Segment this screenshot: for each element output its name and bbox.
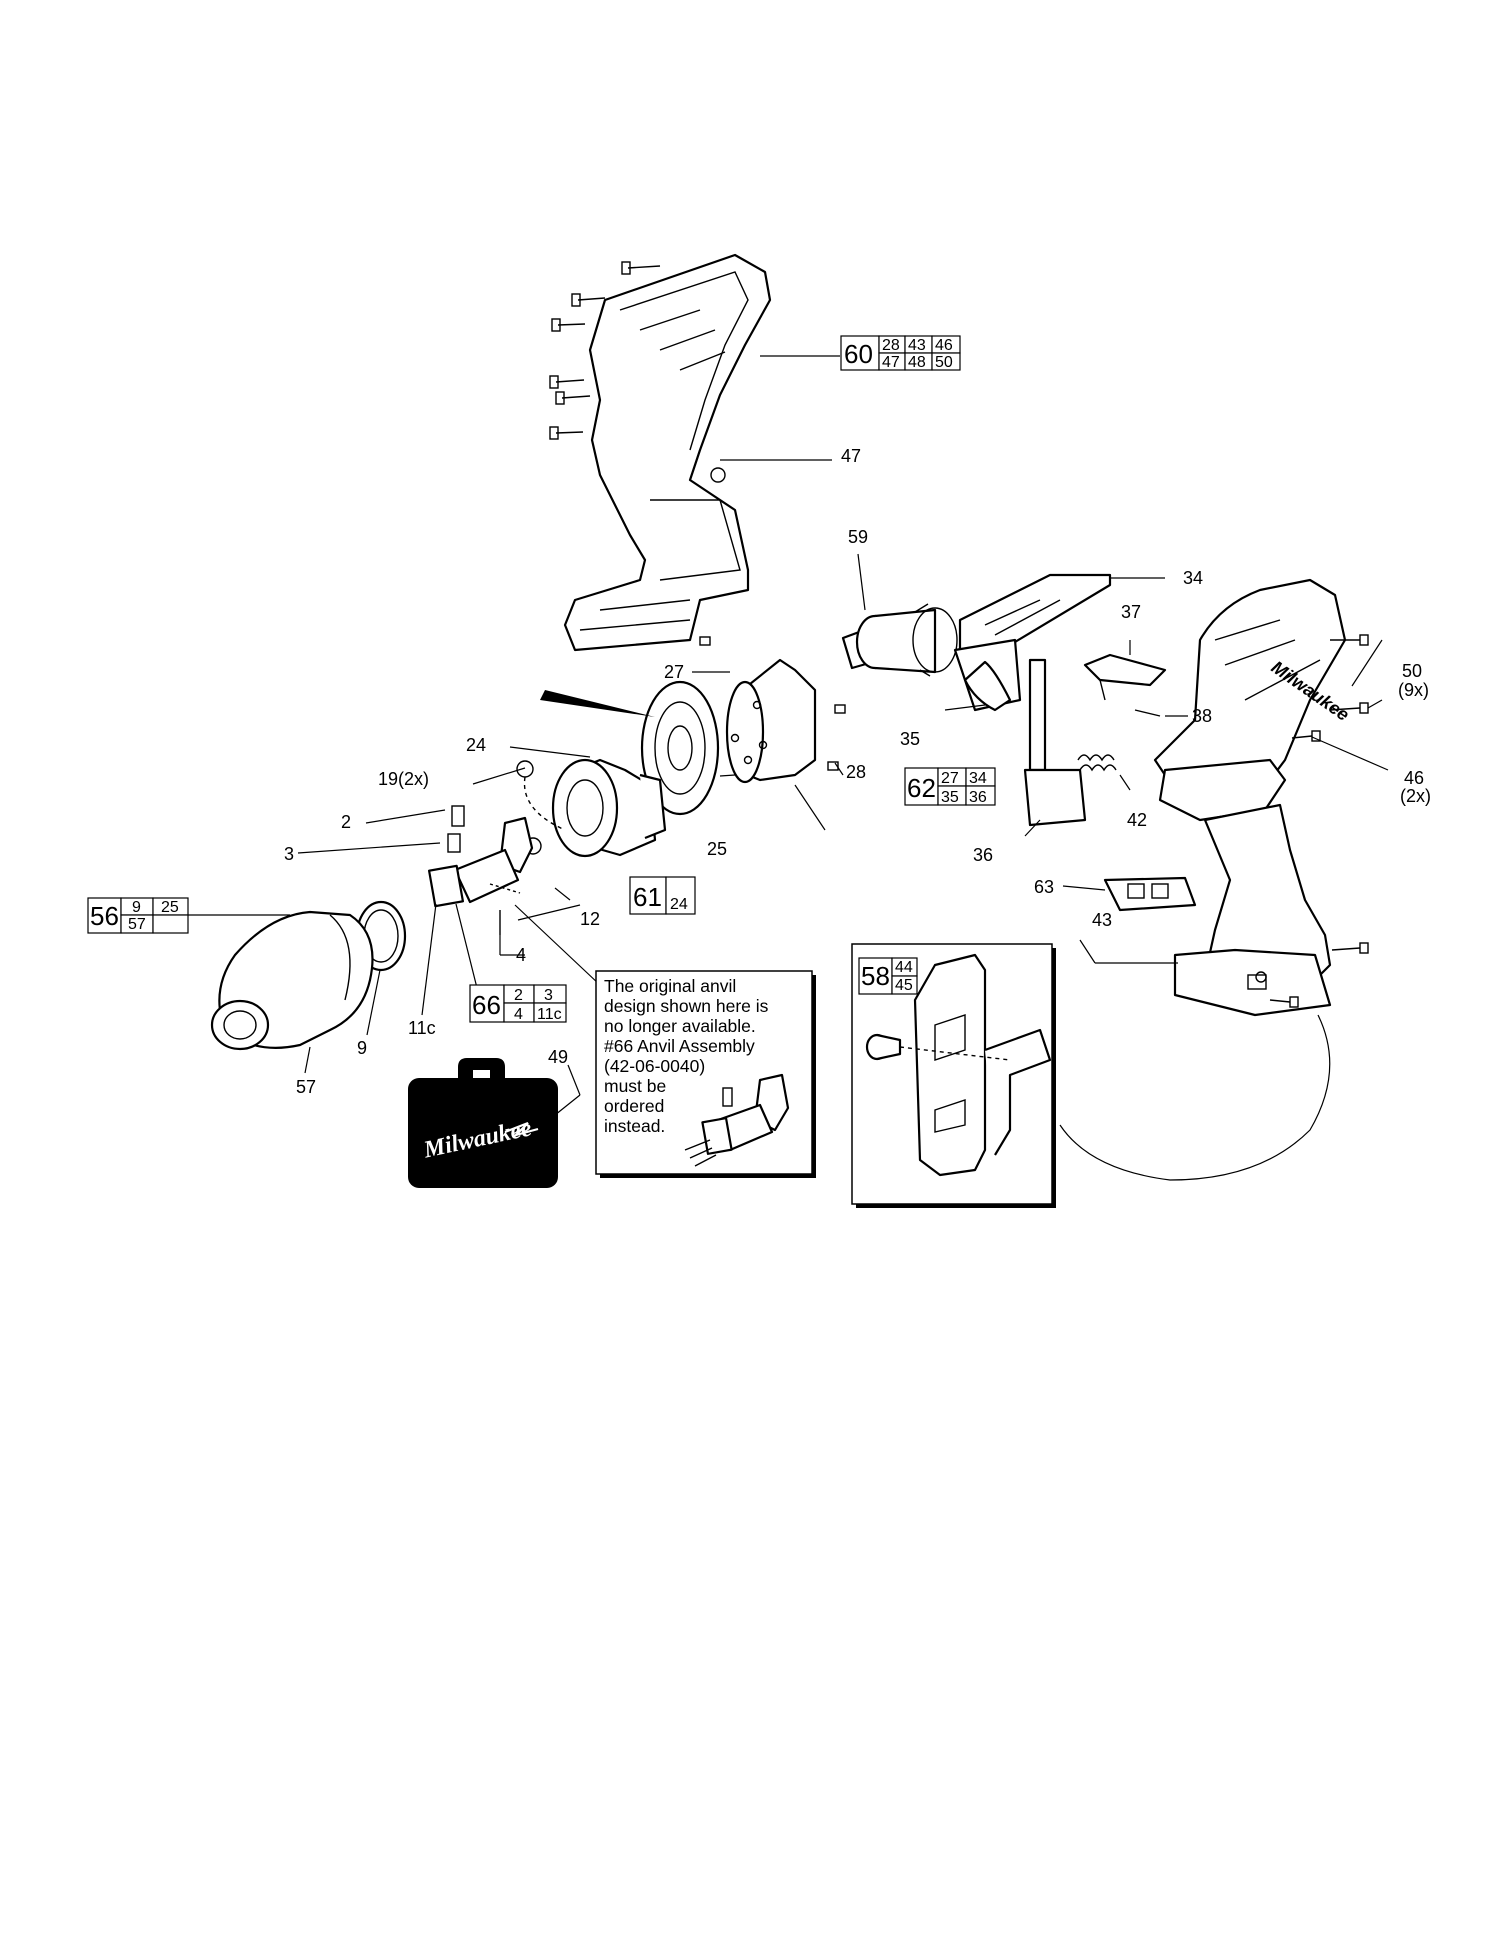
callout-43: 43	[1092, 910, 1112, 930]
svg-text:3: 3	[544, 987, 553, 1004]
svg-text:60: 60	[844, 339, 873, 369]
svg-text:27: 27	[941, 770, 959, 787]
callout-37: 37	[1121, 602, 1141, 622]
callout-34: 34	[1183, 568, 1203, 588]
gearbox-assembly	[516, 680, 826, 858]
callout-12: 12	[580, 909, 600, 929]
svg-text:56: 56	[90, 901, 119, 931]
belt-clip-lasso	[1059, 1014, 1331, 1181]
callout-47: 47	[841, 446, 861, 466]
nose-cap	[210, 910, 374, 1051]
callout-50: 50	[1402, 661, 1422, 681]
clip-screw	[865, 1033, 1011, 1061]
kit-box-61: 61 24	[629, 876, 696, 915]
callout-42: 42	[1127, 810, 1147, 830]
svg-text:61: 61	[633, 882, 662, 912]
svg-text:25: 25	[161, 899, 179, 916]
callout-27: 27	[664, 662, 684, 682]
belt-clip-inset: 58 44 45	[851, 943, 1056, 1208]
svg-text:36: 36	[969, 789, 987, 806]
motor-stator	[725, 658, 846, 784]
housing-screws	[1269, 634, 1369, 1008]
svg-text:28: 28	[882, 337, 900, 354]
callout-2: 2	[341, 812, 351, 832]
original-anvil-illustration	[684, 1073, 790, 1167]
svg-text:44: 44	[895, 959, 913, 976]
svg-text:2: 2	[514, 987, 523, 1004]
battery-latch	[1103, 876, 1197, 912]
control-board	[953, 573, 1112, 827]
kit-box-58: 58 44 45	[858, 957, 918, 995]
callout-49: 49	[548, 1047, 568, 1067]
switch-lever	[1083, 653, 1167, 717]
svg-text:57: 57	[128, 916, 146, 933]
callout-36: 36	[973, 845, 993, 865]
callout-19: 19(2x)	[378, 769, 429, 789]
kit-box-66: 66 2 3 4 11c	[469, 984, 567, 1023]
callout-3: 3	[284, 844, 294, 864]
callout-24: 24	[466, 735, 486, 755]
callout-4: 4	[516, 945, 526, 965]
carry-case: Milwaukee	[408, 1058, 558, 1188]
callout-28: 28	[846, 762, 866, 782]
kit-box-56: 56 9 25 57	[87, 897, 189, 934]
svg-text:62: 62	[907, 773, 936, 803]
spring	[1077, 754, 1117, 772]
svg-text:11c: 11c	[537, 1006, 562, 1023]
svg-text:58: 58	[861, 961, 890, 991]
svg-text:66: 66	[472, 990, 501, 1020]
callouts: 47 59 34 37 27 50 (9x) 38 35 24 28 46 (2…	[284, 446, 1431, 1115]
svg-text:47: 47	[882, 354, 900, 371]
callout-59: 59	[848, 527, 868, 547]
note-text: The original anvil design shown here is …	[604, 976, 773, 1136]
right-housing-half: Milwaukee	[1153, 578, 1353, 1017]
svg-text:43: 43	[908, 337, 926, 354]
direction-arrow	[540, 690, 655, 717]
callout-25: 25	[707, 839, 727, 859]
callout-11c: 11c	[408, 1018, 436, 1038]
callout-63: 63	[1034, 877, 1054, 897]
svg-text:46: 46	[935, 337, 953, 354]
svg-text:9: 9	[132, 899, 141, 916]
callout-50-qty: (9x)	[1398, 680, 1429, 700]
callout-9: 9	[357, 1038, 367, 1058]
anvil-assembly	[427, 805, 534, 935]
kit-box-62: 62 27 34 35 36	[904, 767, 996, 806]
svg-text:4: 4	[514, 1006, 523, 1023]
callout-46: 46	[1404, 768, 1424, 788]
svg-text:48: 48	[908, 354, 926, 371]
callout-35: 35	[900, 729, 920, 749]
callout-38: 38	[1192, 706, 1212, 726]
leader-lines	[188, 355, 1389, 1116]
svg-text:34: 34	[969, 770, 987, 787]
svg-text:50: 50	[935, 354, 953, 371]
kit-box-60: 60 28 43 46 47 48 50	[840, 335, 961, 371]
anvil-note-box: The original anvil design shown here is …	[595, 970, 816, 1178]
svg-text:24: 24	[670, 896, 688, 913]
svg-text:35: 35	[941, 789, 959, 806]
svg-text:45: 45	[895, 977, 913, 994]
callout-46-qty: (2x)	[1400, 786, 1431, 806]
left-housing-half	[549, 253, 772, 652]
callout-57: 57	[296, 1077, 316, 1097]
motor-rotor	[841, 603, 958, 677]
belt-clip	[913, 953, 1052, 1177]
